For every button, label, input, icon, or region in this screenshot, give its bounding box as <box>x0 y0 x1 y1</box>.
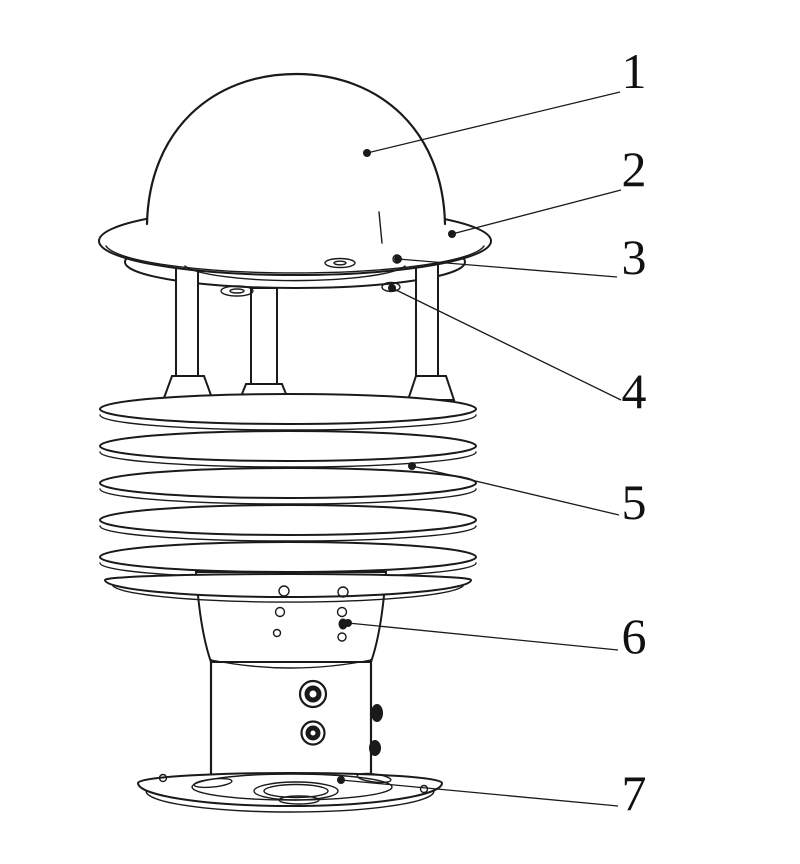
flange-lip <box>145 790 435 813</box>
leader-line-6 <box>347 622 619 651</box>
neck-hole-4 <box>336 606 348 618</box>
screw-slot-a-inner <box>333 260 347 266</box>
shield-base-disc <box>103 573 473 603</box>
leader-dot-6 <box>344 619 352 627</box>
neck-hole-1 <box>278 585 290 597</box>
callout-2: 2 <box>448 141 647 238</box>
leader-line-2 <box>451 189 622 235</box>
louver-5 <box>99 541 477 573</box>
callout-6: 6 <box>344 608 647 664</box>
callout-4: 4 <box>388 284 647 419</box>
side-bolt-upper <box>371 704 383 722</box>
leader-line-1 <box>366 91 621 154</box>
leader-dot-4 <box>388 284 396 292</box>
body-bolts <box>298 679 383 756</box>
bolt-lower-inner <box>305 725 321 741</box>
leader-line-4 <box>391 287 622 401</box>
callout-label-6: 6 <box>622 608 647 664</box>
louver-3 <box>99 467 477 499</box>
base-disc <box>103 573 473 598</box>
leader-dot-1 <box>363 149 371 157</box>
dome <box>145 72 447 244</box>
side-bolt-lower <box>369 740 381 756</box>
dome-outline <box>145 72 447 226</box>
callouts: 1 2 3 4 5 6 7 <box>337 43 647 821</box>
louver-2 <box>99 430 477 462</box>
base-flange <box>136 772 444 813</box>
louver-1 <box>99 393 477 425</box>
leader-dot-5 <box>408 462 416 470</box>
flange-slot-left <box>193 777 233 789</box>
flange-center-hole <box>253 781 339 801</box>
screw-slot-b <box>220 285 254 297</box>
leader-line-3 <box>397 258 618 278</box>
plate-inner-arc <box>184 265 406 282</box>
callout-label-2: 2 <box>622 141 647 197</box>
foot-right <box>406 375 456 401</box>
body-cylinder <box>209 658 373 780</box>
callout-label-4: 4 <box>622 363 647 419</box>
bolt-lower-outer <box>300 720 326 746</box>
leader-line-5 <box>411 465 620 516</box>
neck-hole-3 <box>274 606 286 618</box>
top-plate-screws <box>184 254 406 297</box>
leader-dot-7 <box>337 776 345 784</box>
neck-screw-stud <box>337 632 347 642</box>
callout-label-3: 3 <box>622 229 647 285</box>
callout-7: 7 <box>337 765 647 821</box>
sensor-drawing <box>98 72 492 813</box>
post-right <box>415 263 439 381</box>
cap-under-edge <box>105 245 485 274</box>
neck-hole-5 <box>272 628 282 638</box>
base-disc-lip <box>112 585 464 603</box>
body-top-seam <box>210 659 372 669</box>
flange-hole-right <box>419 784 429 794</box>
flange-slot-right <box>356 772 392 784</box>
flange-center-hole-inner <box>263 783 329 799</box>
screw-slot-b-inner <box>229 288 245 294</box>
callout-3: 3 <box>394 229 647 285</box>
dome-fill <box>147 74 445 224</box>
leader-dot-2 <box>448 230 456 238</box>
leader-dot-3 <box>394 255 402 263</box>
callout-label-5: 5 <box>622 474 647 530</box>
post-left <box>175 263 199 383</box>
leader-line-7 <box>340 779 619 807</box>
callout-5: 5 <box>408 462 647 530</box>
callout-label-7: 7 <box>622 765 647 821</box>
flange-hole-left <box>158 773 168 783</box>
louver-stack <box>99 393 477 579</box>
louver-4 <box>99 504 477 536</box>
neck-hole-2 <box>337 586 349 598</box>
dome-seam <box>378 211 383 244</box>
screw-slot-a <box>324 257 356 269</box>
bolt-upper-inner <box>304 685 322 703</box>
callout-label-1: 1 <box>622 43 647 99</box>
bolt-upper-outer <box>298 679 328 709</box>
post-middle <box>250 287 278 393</box>
flange-slot-front <box>278 795 320 805</box>
support-posts <box>175 263 439 393</box>
callout-1: 1 <box>363 43 647 157</box>
